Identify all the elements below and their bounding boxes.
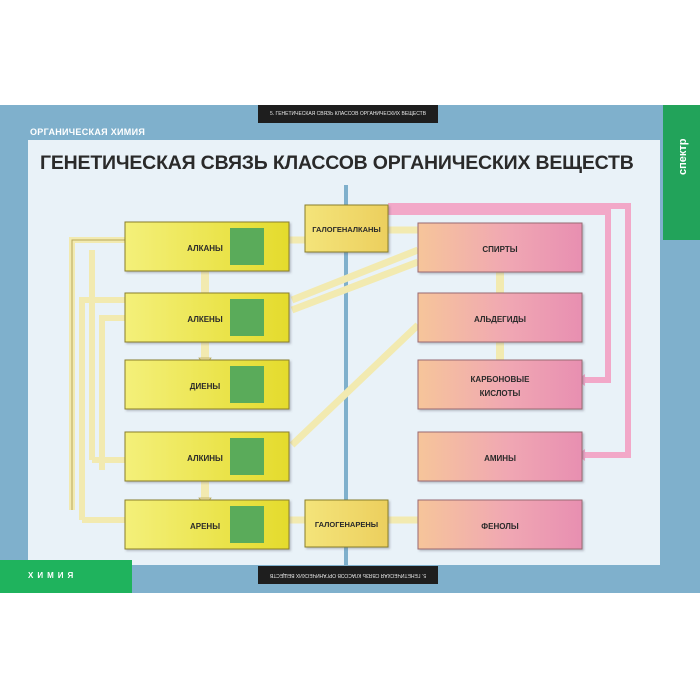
corner-label-box: ХИМИЯ bbox=[0, 560, 132, 593]
subject-label: ОРГАНИЧЕСКАЯ ХИМИЯ bbox=[30, 127, 146, 137]
node-alkanes: АЛКАНЫ bbox=[124, 221, 290, 272]
bottom-header-bar: 5. ГЕНЕТИЧЕСКАЯ СВЯЗЬ КЛАССОВ ОРГАНИЧЕСК… bbox=[258, 566, 438, 584]
node-label-alkenes: АЛКЕНЫ bbox=[187, 315, 222, 324]
node-dienes: ДИЕНЫ bbox=[124, 359, 290, 410]
node-label-alkynes: АЛКИНЫ bbox=[187, 454, 223, 463]
node-amines: АМИНЫ bbox=[417, 431, 583, 482]
node-label-amines: АМИНЫ bbox=[484, 454, 516, 463]
publisher-logo-box: спектр bbox=[663, 105, 700, 240]
poster-title: ГЕНЕТИЧЕСКАЯ СВЯЗЬ КЛАССОВ ОРГАНИЧЕСКИХ … bbox=[40, 152, 634, 174]
node-carboxylic-acids: КАРБОНОВЫЕ КИСЛОТЫ bbox=[417, 359, 583, 410]
node-label-arenes: АРЕНЫ bbox=[190, 522, 220, 531]
node-label-haloarenes: ГАЛОГЕНАРЕНЫ bbox=[315, 520, 378, 529]
node-alkenes: АЛКЕНЫ bbox=[124, 292, 290, 343]
node-haloarenes: ГАЛОГЕНАРЕНЫ bbox=[304, 499, 389, 548]
top-bar-text: 5. ГЕНЕТИЧЕСКАЯ СВЯЗЬ КЛАССОВ ОРГАНИЧЕСК… bbox=[269, 111, 427, 117]
node-alcohols: СПИРТЫ bbox=[417, 222, 583, 273]
node-label-aldehydes: АЛЬДЕГИДЫ bbox=[474, 315, 526, 324]
top-header-bar: 5. ГЕНЕТИЧЕСКАЯ СВЯЗЬ КЛАССОВ ОРГАНИЧЕСК… bbox=[258, 105, 438, 123]
node-arenes: АРЕНЫ bbox=[124, 499, 290, 550]
node-alkynes: АЛКИНЫ bbox=[124, 431, 290, 482]
node-label-alcohols: СПИРТЫ bbox=[482, 245, 517, 254]
node-label-alkanes: АЛКАНЫ bbox=[187, 244, 223, 253]
node-aldehydes: АЛЬДЕГИДЫ bbox=[417, 292, 583, 343]
connector-arrows bbox=[69, 226, 504, 524]
node-phenols: ФЕНОЛЫ bbox=[417, 499, 583, 550]
node-label-dienes: ДИЕНЫ bbox=[190, 382, 221, 391]
center-divider bbox=[344, 185, 348, 565]
corner-label: ХИМИЯ bbox=[28, 571, 78, 580]
node-label-carboxylic-1: КАРБОНОВЫЕ bbox=[471, 375, 531, 384]
node-label-carboxylic-2: КИСЛОТЫ bbox=[480, 389, 521, 398]
node-haloalkanes: ГАЛОГЕНАЛКАНЫ bbox=[304, 204, 389, 253]
node-label-haloalkanes: ГАЛОГЕНАЛКАНЫ bbox=[312, 225, 381, 234]
node-label-phenols: ФЕНОЛЫ bbox=[481, 522, 519, 531]
pink-connectors bbox=[388, 203, 631, 458]
